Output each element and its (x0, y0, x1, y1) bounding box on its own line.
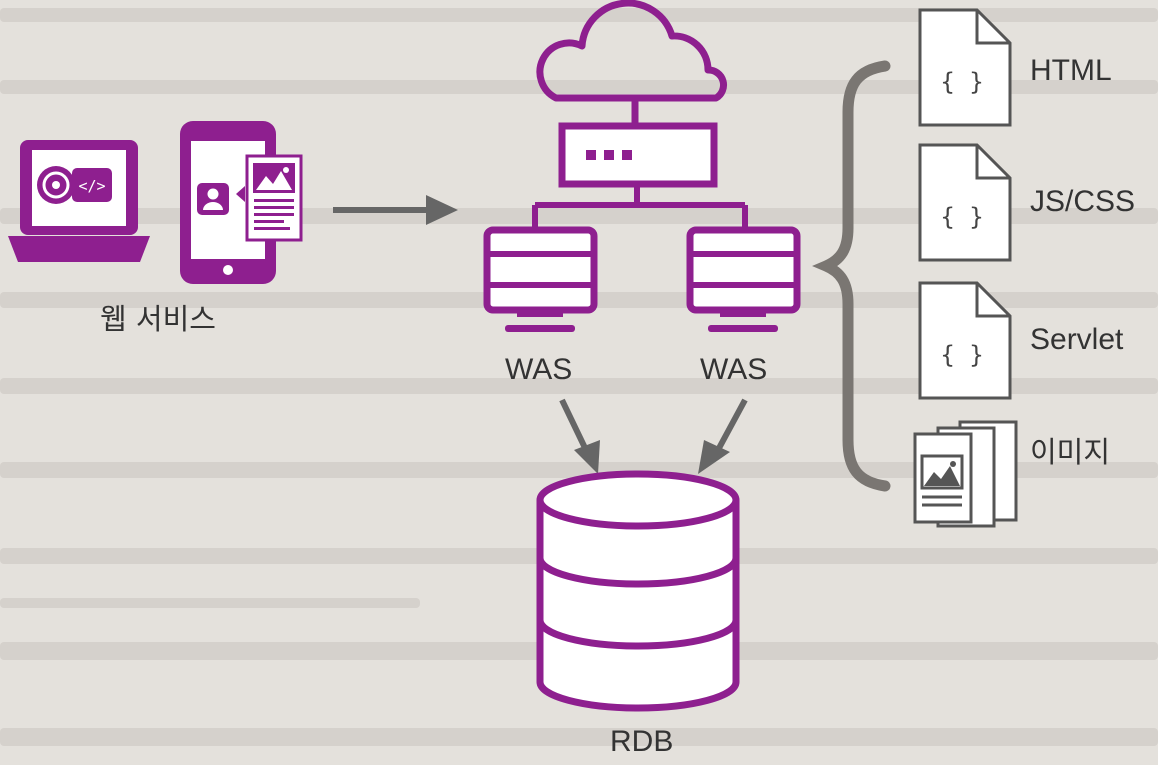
svg-text:{ }: { } (940, 203, 983, 231)
server-connectors (532, 184, 748, 230)
was-label-left: WAS (505, 353, 573, 386)
was-label-right: WAS (700, 353, 768, 386)
resource-label-servlet: Servlet (1030, 323, 1124, 356)
laptop-icon: </> (8, 140, 150, 262)
web-service-label: 웹 서비스 (100, 302, 216, 336)
cloud-icon (536, 0, 728, 126)
was-monitor-icon (483, 226, 598, 332)
image-file-icon (913, 420, 1018, 528)
svg-text:</>: </> (78, 177, 105, 195)
resource-label-js-css: JS/CSS (1030, 185, 1136, 218)
server-icon (558, 122, 718, 188)
db-arrow-left (559, 398, 600, 474)
svg-text:{ }: { } (940, 68, 983, 96)
database-icon (536, 470, 740, 712)
resource-label-html: HTML (1030, 54, 1112, 87)
code-file-icon: { } (918, 143, 1012, 262)
code-file-icon: { } (918, 281, 1012, 400)
curly-bracket (812, 60, 891, 492)
resource-label-image: 이미지 (1030, 435, 1111, 469)
svg-text:{ }: { } (940, 341, 983, 369)
rdb-label: RDB (610, 725, 674, 758)
was-monitor-icon (686, 226, 801, 332)
db-arrow-right (698, 398, 748, 474)
request-arrow (333, 195, 458, 225)
code-file-icon: { } (918, 8, 1012, 127)
smartphone-icon (180, 121, 303, 284)
